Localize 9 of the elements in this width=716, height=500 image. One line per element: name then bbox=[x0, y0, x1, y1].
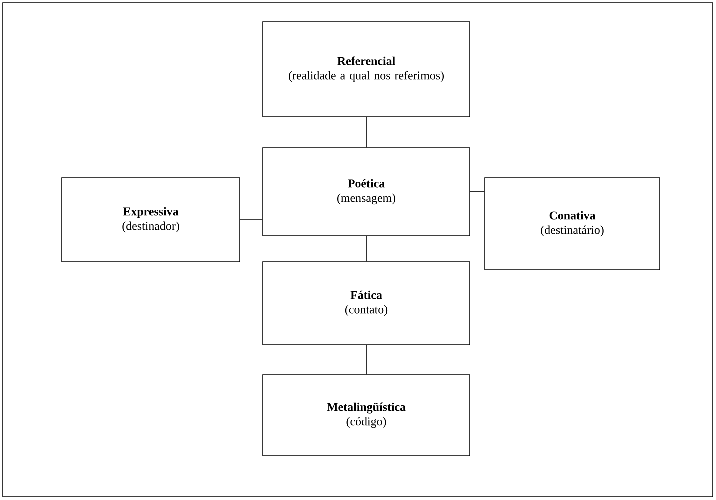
text-box: Conativa (destinatário) bbox=[484, 178, 660, 270]
text-box: Poética (mensagem) bbox=[262, 148, 470, 236]
connector-line bbox=[366, 236, 367, 262]
text-box: Fática (contato) bbox=[262, 262, 470, 346]
connector-line bbox=[366, 116, 367, 148]
text-box: Metalingüística (código) bbox=[262, 374, 470, 456]
connector-line bbox=[366, 344, 367, 375]
text-box: Referencial (realidade a qual nos referimos) bbox=[262, 22, 470, 118]
text-box: Expressiva (destinador) bbox=[62, 178, 240, 262]
